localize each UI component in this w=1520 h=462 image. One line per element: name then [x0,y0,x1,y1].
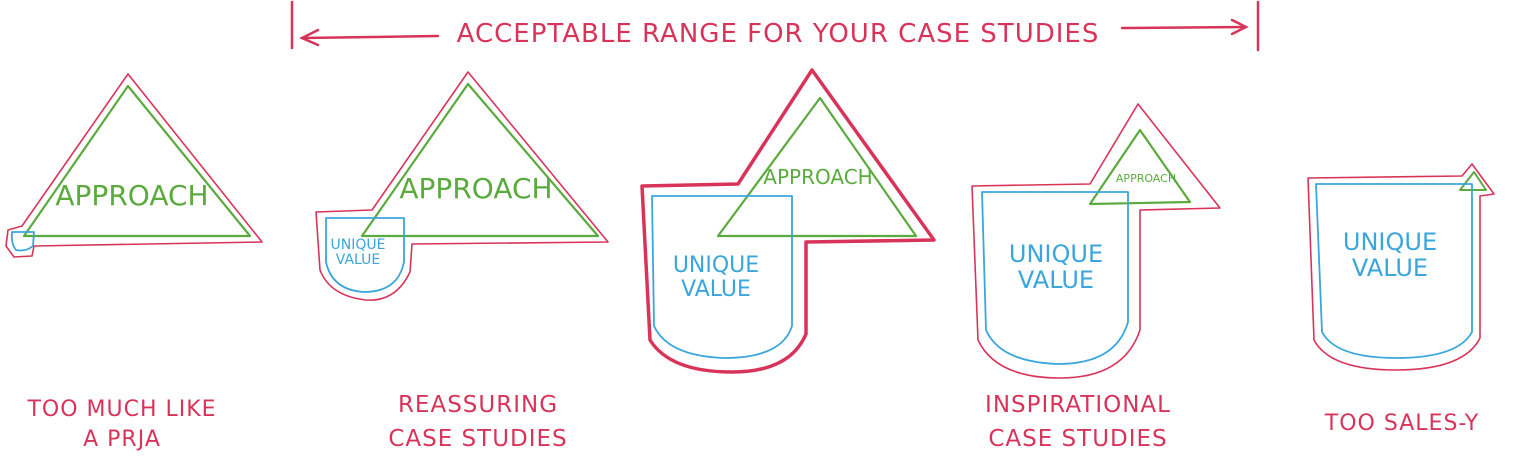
shape-2-caption-line2: CASE STUDIES [388,426,567,452]
shape-1-caption-line2: A PRJA [83,427,161,452]
shape-1-unique-value-blob [10,231,35,252]
shape-4-unique-value-blob [981,191,1129,365]
shape-5-caption-line1: TOO SALES-Y [1324,411,1479,436]
shape-4-unique-line2: VALUE [1018,266,1094,294]
shape-5-unique-line2: VALUE [1352,254,1428,282]
shape-2-outline [315,71,609,301]
shape-4-unique-line1: UNIQUE [1009,240,1103,268]
shape-2-unique-line2: VALUE [336,252,380,268]
shape-2 [315,71,609,301]
shape-1-approach-triangle [22,84,252,238]
range-label: ACCEPTABLE RANGE FOR YOUR CASE STUDIES [457,19,1100,49]
shape-2-unique-line1: UNIQUE [331,237,386,253]
shape-5 [1307,163,1495,371]
range-left-arrow-line [300,34,440,40]
shape-3-unique-line2: VALUE [681,277,751,302]
shape-5-unique-value-blob [1315,183,1473,359]
range-right-arrow-line [1120,25,1248,30]
shape-3 [640,68,936,374]
shape-3-approach-label: APPROACH [763,165,872,189]
shape-4-approach-triangle [1088,128,1192,206]
shape-1 [5,73,263,258]
shape-1-caption-line1: TOO MUCH LIKE [26,397,216,422]
shape-2-approach-label: APPROACH [399,172,552,205]
shape-4-caption-line1: INSPIRATIONAL [985,392,1171,418]
shape-5-unique-line1: UNIQUE [1343,228,1437,256]
range-right-arrowhead [1230,18,1249,36]
shape-2-caption-line1: REASSURING [398,392,558,418]
shape-3-outline [640,68,936,374]
shape-1-approach-label: APPROACH [55,179,208,212]
shape-3-approach-triangle [716,96,918,238]
shape-4-caption-line2: CASE STUDIES [988,426,1167,452]
acceptable-range-bracket [290,0,1260,52]
shape-2-approach-triangle [360,82,600,238]
shape-4-outline [971,103,1221,379]
shape-3-unique-line1: UNIQUE [673,253,759,278]
shape-4 [971,103,1221,379]
shape-5-outline [1307,163,1495,371]
shape-2-unique-value-blob [325,217,405,293]
shape-1-outline [5,73,263,258]
shape-4-approach-label: APPROACH [1116,172,1176,185]
range-left-arrowhead [299,28,320,47]
shape-3-unique-value-blob [651,195,793,359]
shape-5-approach-triangle [1459,171,1487,191]
